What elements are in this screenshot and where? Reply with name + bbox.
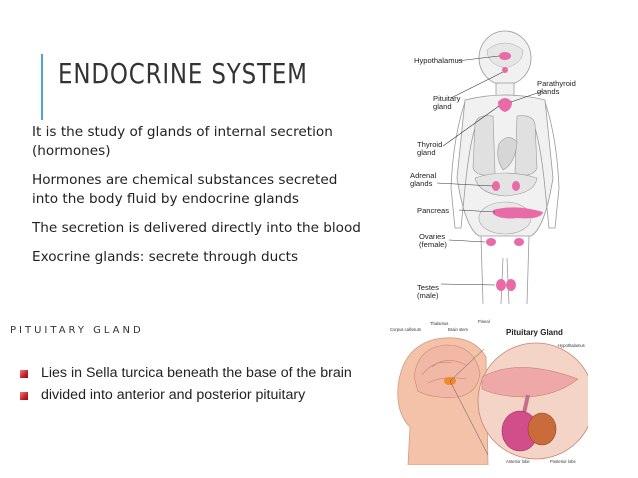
pituitary-bullet-list: Lies in Sella turcica beneath the base o… [20, 364, 360, 408]
pituitary-figure-title: Pituitary Gland [506, 328, 563, 337]
label-pituitary-1: Pituitary [433, 94, 461, 103]
paragraph-hormones: Hormones are chemical substances secrete… [32, 172, 338, 207]
paragraph-definition: It is the study of glands of internal se… [32, 124, 333, 159]
bullet-text: Lies in Sella turcica beneath the base o… [41, 365, 352, 381]
bullet-item: divided into anterior and posterior pitu… [20, 386, 360, 405]
label-testes-2: (male) [417, 291, 439, 300]
bullet-square-icon [20, 370, 28, 378]
label-hypothalamus-small: Hypothalamus [558, 343, 585, 348]
slide-title: ENDOCRINE SYSTEM [58, 57, 308, 90]
label-adrenal-1: Adrenal [410, 171, 436, 180]
label-parathyroid-2: glands [537, 87, 560, 96]
label-anterior-lobe: Anterior lobe [506, 459, 530, 464]
bullet-item: Lies in Sella turcica beneath the base o… [20, 364, 360, 383]
label-hypothalamus: Hypothalamus [414, 56, 463, 65]
pituitary-subheading: PITUITARY GLAND [10, 325, 144, 336]
paragraph-secretion: The secretion is delivered directly into… [32, 220, 361, 236]
label-ovaries-2: (female) [419, 240, 447, 249]
label-testes-1: Testes [417, 283, 439, 292]
bullet-text: divided into anterior and posterior pitu… [41, 387, 306, 403]
bullet-square-icon [20, 392, 28, 400]
label-pancreas: Pancreas [417, 206, 449, 215]
label-pituitary-2: gland [433, 102, 452, 111]
title-accent-bar [41, 54, 43, 120]
label-thyroid-2: gland [417, 148, 436, 157]
label-parathyroid-1: Parathyroid [537, 79, 576, 88]
pituitary-head-diagram: Pituitary Gland Corpus callosum Thalamus… [390, 319, 588, 465]
label-brain-stem: Brain stem [448, 327, 469, 332]
endocrine-body-diagram: Hypothalamus Pituitary gland Parathyroid… [410, 30, 576, 304]
label-thalamus: Thalamus [430, 321, 448, 326]
label-corpus-callosum: Corpus callosum [390, 327, 422, 332]
intro-paragraphs: It is the study of glands of internal se… [32, 123, 362, 277]
label-thyroid-1: Thyroid [417, 140, 442, 149]
label-pineal: Pineal [478, 319, 490, 324]
label-ovaries-1: Ovaries [419, 232, 445, 241]
label-posterior-lobe: Posterior lobe [550, 459, 577, 464]
paragraph-exocrine: Exocrine glands: secrete through ducts [32, 249, 299, 265]
label-adrenal-2: glands [410, 179, 433, 188]
